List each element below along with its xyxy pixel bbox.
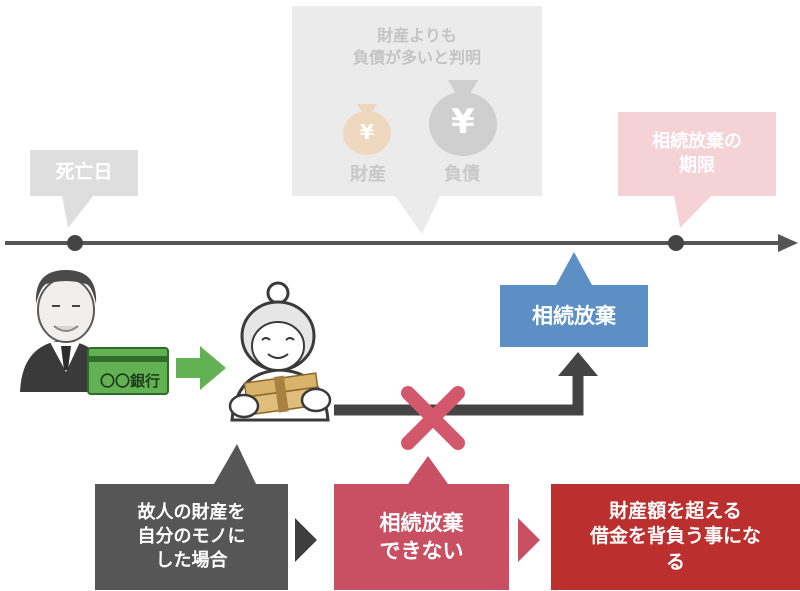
box1-tail bbox=[214, 444, 256, 484]
bank-card-label: 〇〇銀行 bbox=[99, 372, 160, 390]
debt-yen-symbol: ¥ bbox=[451, 102, 475, 142]
renounce-box: 相続放棄 bbox=[500, 285, 648, 347]
debt-note-box bbox=[292, 6, 542, 196]
debt-note-text: 財産よりも 負債が多いと判明 bbox=[292, 22, 542, 72]
box3-line3: る bbox=[665, 550, 685, 573]
renounce-bubble-tail bbox=[556, 252, 592, 285]
flow-arrow-1 bbox=[295, 518, 317, 562]
asset-yen-symbol: ¥ bbox=[360, 120, 374, 144]
box2-line1: 相続放棄 bbox=[379, 510, 464, 535]
cross-icon bbox=[401, 386, 465, 450]
flow-box-cannot-renounce: 相続放棄 できない bbox=[334, 484, 509, 590]
deadline-bubble-tail bbox=[674, 195, 712, 228]
box3-line2: 借金を背負う事にな bbox=[589, 525, 761, 548]
box2-tail bbox=[408, 456, 448, 484]
box2-line2: できない bbox=[379, 539, 464, 563]
death-day-bubble: 死亡日 bbox=[30, 150, 138, 196]
debt-note-tail bbox=[395, 196, 440, 234]
transfer-arrow-icon bbox=[176, 346, 226, 390]
debt-note-line2: 負債が多いと判明 bbox=[352, 48, 481, 67]
bank-card-icon bbox=[87, 347, 169, 395]
flow-box-taking-assets: 故人の財産を 自分のモノに した場合 bbox=[95, 484, 288, 590]
deadline-line1: 相続放棄の bbox=[652, 130, 742, 152]
death-day-dot bbox=[67, 235, 83, 251]
flow-box-bear-debt: 財産額を超える 借金を背負う事にな る bbox=[551, 484, 800, 590]
deadline-line2: 期限 bbox=[679, 155, 715, 176]
box3-line1: 財産額を超える bbox=[609, 499, 742, 522]
flow-arrow-2 bbox=[518, 518, 540, 562]
money-bundle-icon bbox=[228, 372, 332, 419]
deadline-dot bbox=[668, 235, 684, 251]
death-bubble-tail bbox=[62, 195, 94, 228]
asset-label: 財産 bbox=[350, 164, 386, 185]
timeline-arrowhead bbox=[778, 234, 798, 252]
box1-line3: した場合 bbox=[155, 550, 228, 572]
debt-note-line1: 財産よりも bbox=[377, 26, 457, 46]
renounce-path-arrowhead bbox=[558, 352, 598, 376]
asset-bag-icon bbox=[343, 104, 391, 155]
box1-line1: 故人の財産を bbox=[137, 501, 246, 523]
debt-label: 負債 bbox=[444, 164, 480, 185]
death-day-label: 死亡日 bbox=[55, 161, 113, 184]
box1-line2: 自分のモノに bbox=[137, 525, 246, 547]
deadline-bubble: 相続放棄の 期限 bbox=[618, 112, 776, 196]
debt-bag-icon bbox=[429, 80, 497, 156]
renounce-label: 相続放棄 bbox=[532, 303, 616, 328]
